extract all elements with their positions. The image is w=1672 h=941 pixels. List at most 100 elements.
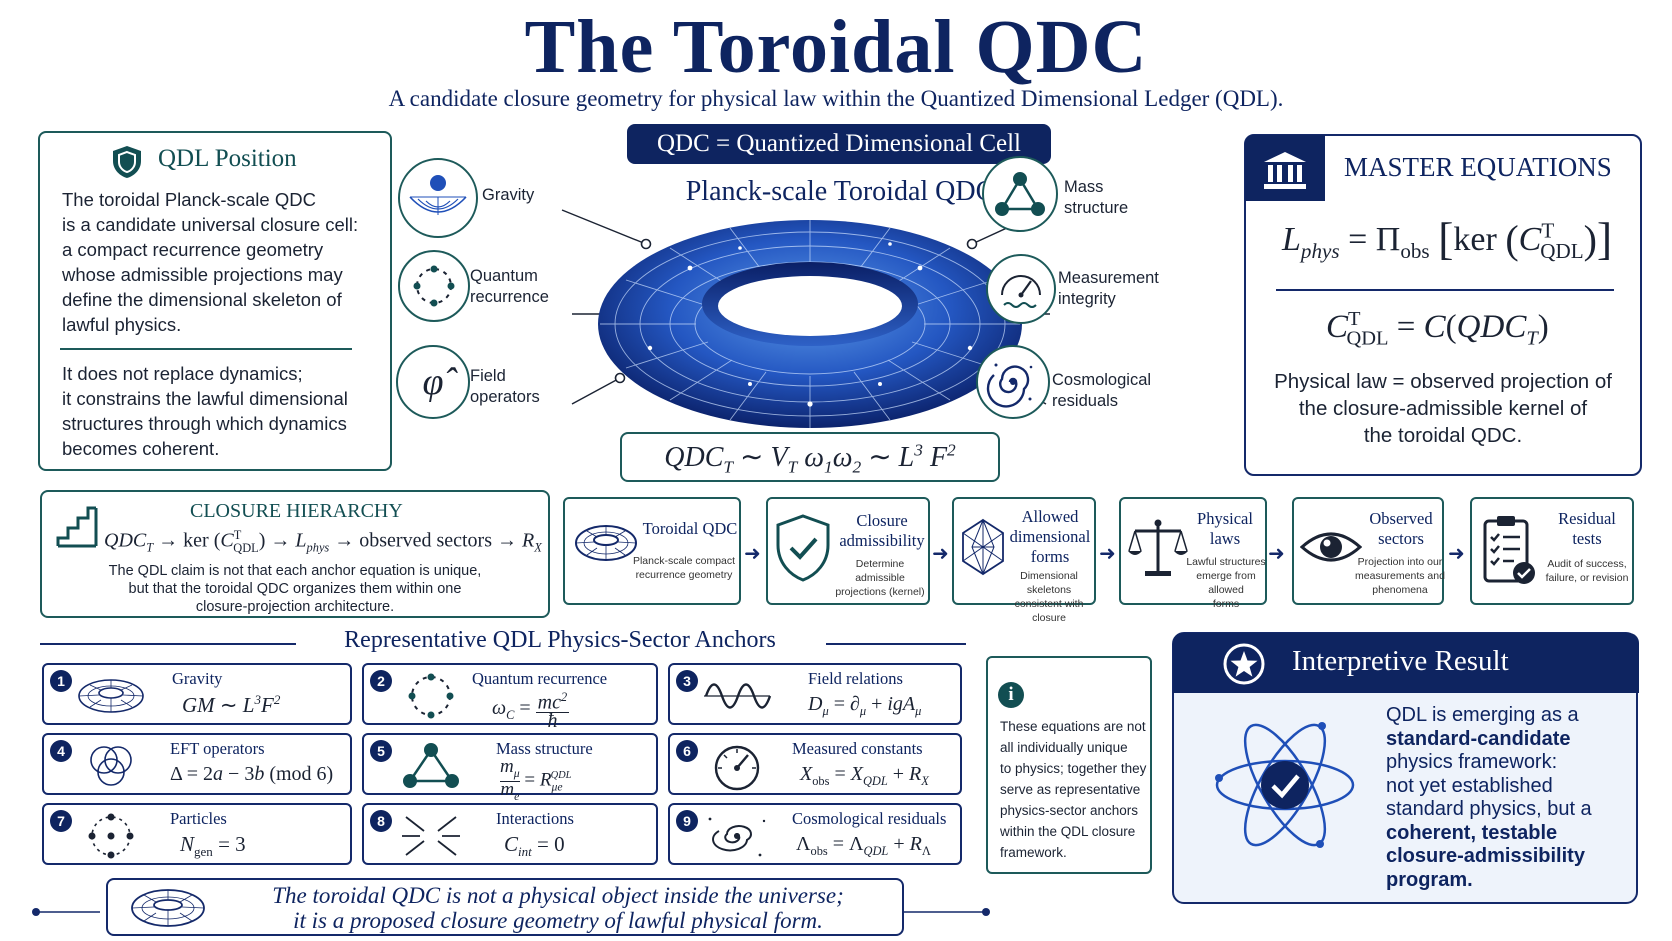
text-line: standard-candidate — [1386, 727, 1571, 750]
polyhedron-icon — [962, 518, 1004, 576]
text-line: projections (kernel) — [835, 586, 925, 598]
text-line: Planck-scale compact — [632, 555, 736, 567]
text-line: forms — [1030, 547, 1070, 566]
flow-step-title: Closure admissibility — [834, 511, 930, 551]
flow-arrow: ➜ — [932, 543, 949, 565]
text-line: tests — [1572, 529, 1602, 548]
feature-label-measurement-integrity: Measurement integrity — [1058, 268, 1159, 310]
text-line: forms — [1212, 598, 1240, 610]
page-title: The Toroidal QDC — [524, 5, 1148, 89]
text-line: Closure — [856, 511, 908, 530]
anchor-number-badge: 8 — [370, 810, 392, 832]
anchor-number-badge: 4 — [50, 740, 72, 762]
anchor-name: Gravity — [172, 669, 223, 688]
anchor-cosmological-residuals: 9 Cosmological residuals Λobs = ΛQDL + R… — [668, 803, 962, 865]
flow-step-desc: Lawful structures emerge from allowed fo… — [1183, 555, 1269, 611]
text-line: admissibility — [839, 531, 925, 550]
text-line: emerge from allowed — [1196, 570, 1256, 596]
flow-step-title: Residual tests — [1540, 509, 1634, 549]
text-line: framework. — [1000, 845, 1067, 860]
flow-step-desc: Projection into our measurements and phe… — [1354, 555, 1446, 597]
anchor-name: Measured constants — [792, 739, 923, 758]
particles-icon — [88, 813, 134, 859]
text-line: phenomena — [1372, 584, 1428, 596]
anchor-name: Particles — [170, 809, 227, 828]
info-icon: i — [998, 682, 1024, 708]
flow-step-desc: Audit of success, failure, or revision — [1538, 557, 1636, 585]
scales-icon — [1128, 519, 1188, 576]
text-line: recurrence geometry — [635, 569, 733, 581]
qdl-position-panel: QDL Position The toroidal Planck-scale Q… — [38, 131, 392, 471]
text-line: becomes coherent. — [62, 438, 220, 459]
text-line: closure-admissibility — [1386, 845, 1585, 867]
interpretive-result-text: QDL is emerging as a standard-candidate … — [1386, 704, 1592, 892]
text-line: to physics; together they — [1000, 761, 1147, 776]
text-line: Dimensional skeletons — [1020, 570, 1078, 596]
mod-text: (mod 6) — [269, 763, 334, 785]
quantum-recurrence-icon — [408, 673, 454, 719]
anchor-name: EFT operators — [170, 739, 265, 758]
flow-arrow: ➜ — [1099, 543, 1116, 565]
star-icon — [1223, 643, 1265, 685]
anchor-equation: Cint = 0 — [504, 832, 565, 860]
anchor-equation: Δ = 2a − 3b (mod 6) — [170, 763, 334, 785]
feature-label-gravity: Gravity — [482, 185, 534, 206]
qdl-position-text-1: The toroidal Planck-scale QDC is a candi… — [62, 187, 358, 337]
flow-step-physical-laws: Physical laws Lawful structures emerge f… — [1119, 497, 1267, 610]
closure-hierarchy-chain: QDCT → ker (CTQDL) → Lphys → observed se… — [104, 528, 542, 555]
text-line: measurements and — [1355, 570, 1445, 582]
torus-equation: QDCT ∼ VT ω1ω2 ∼ L3 F2 — [664, 440, 956, 477]
qdc-definition-pill: QDC = Quantized Dimensional Cell — [627, 124, 1051, 164]
torus-equation-box: QDCT ∼ VT ω1ω2 ∼ L3 F2 — [620, 432, 1000, 482]
text-line: Quantum — [470, 267, 538, 285]
text-line: whose admissible projections may — [62, 264, 343, 285]
text-line: the toroidal QDC. — [1363, 424, 1523, 447]
closure-hierarchy-heading: CLOSURE HIERARCHY — [190, 500, 403, 522]
text-line: program. — [1386, 868, 1473, 891]
observed-sectors-text: observed sectors — [359, 529, 492, 552]
text-line: Physical — [1197, 509, 1253, 528]
anchor-name: Cosmological residuals — [792, 809, 947, 828]
anchor-number-badge: 9 — [676, 810, 698, 832]
info-note-panel: i These equations are not all individual… — [986, 656, 1152, 874]
phi-symbol: φ̂ — [422, 361, 444, 403]
text-line: The toroidal QDC is not a physical objec… — [272, 883, 844, 908]
text-line: all individually unique — [1000, 740, 1128, 755]
text-line: laws — [1209, 529, 1241, 548]
footer-statement-box: The toroidal QDC is not a physical objec… — [106, 878, 904, 936]
shield-check-icon — [776, 514, 830, 582]
flow-arrow: ➜ — [744, 543, 761, 565]
flow-step-toroidal-qdc: Toroidal QDC Planck-scale compact recurr… — [563, 497, 741, 605]
closure-hierarchy-text: The QDL claim is not that each anchor eq… — [42, 562, 548, 616]
text-line: Determine admissible — [855, 558, 905, 584]
master-equations-heading: MASTER EQUATIONS — [1344, 152, 1612, 182]
anchor-gravity: 1 Gravity GM ∼ L3F2 — [42, 663, 352, 725]
qdl-position-text-2: It does not replace dynamics; it constra… — [62, 361, 348, 461]
anchor-equation: Dμ = ∂μ + igAμ — [808, 693, 922, 718]
text-line: a compact recurrence geometry — [62, 239, 324, 260]
master-equations-panel: MASTER EQUATIONS Lphys = Πobs [ker (CTQD… — [1244, 134, 1642, 476]
text-line: coherent, testable — [1386, 821, 1558, 844]
field-operator-phi-icon: φ̂ — [396, 345, 470, 419]
wave-icon — [704, 683, 772, 709]
text-line: integrity — [1058, 290, 1116, 308]
galaxy-icon — [976, 345, 1050, 419]
interaction-icon — [402, 816, 460, 856]
quantum-recurrence-icon — [398, 250, 470, 322]
text-line: it constrains the lawful dimensional — [62, 388, 348, 409]
master-equations-header — [1245, 135, 1325, 201]
flow-step-title: Allowed dimensional forms — [1004, 507, 1096, 567]
flow-step-closure-admissibility: Closure admissibility Determine admissib… — [766, 497, 930, 605]
flow-arrow: ➜ — [1268, 543, 1285, 565]
text-line: but that the toroidal QDC organizes them… — [128, 581, 462, 597]
text-line: Gravity — [482, 186, 535, 204]
master-equation-1: Lphys = Πobs [ker (CTQDL)] — [1282, 213, 1613, 264]
text-line: within the QDL closure — [1000, 824, 1136, 839]
gauge-icon — [714, 745, 760, 791]
flow-step-title: Physical laws — [1183, 509, 1267, 549]
text-line: QDL is emerging as a — [1386, 704, 1579, 726]
flow-step-title: Toroidal QDC — [641, 519, 739, 539]
anchors-rule-right — [826, 643, 966, 645]
